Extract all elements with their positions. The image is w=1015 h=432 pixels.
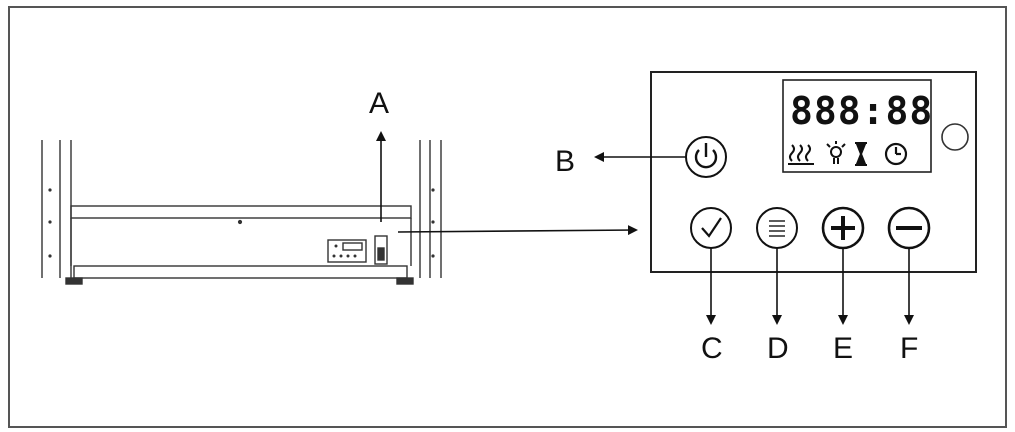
checkmark-icon: [701, 217, 722, 238]
clock-icon: [884, 142, 908, 166]
arrow-to-panel: [397, 225, 638, 236]
power-icon: [694, 143, 718, 169]
power-button[interactable]: [685, 136, 727, 178]
menu-lines-icon: [769, 220, 785, 237]
lamp-icon: [826, 141, 846, 164]
callout-a: A: [369, 87, 389, 120]
callout-c: C: [701, 332, 723, 365]
hourglass-icon: [855, 142, 867, 166]
menu-button[interactable]: [756, 207, 798, 249]
callout-b: B: [555, 145, 575, 178]
callout-e: E: [833, 332, 853, 365]
plus-icon: [831, 216, 855, 240]
callout-d: D: [767, 332, 789, 365]
minus-button[interactable]: [887, 206, 931, 250]
lcd-display: 888:88: [782, 79, 933, 173]
heat-waves-icon: [788, 144, 814, 165]
display-digits: 888:88: [790, 89, 933, 133]
indicator-light: [941, 123, 969, 151]
plus-button[interactable]: [821, 206, 865, 250]
confirm-button[interactable]: [690, 207, 732, 249]
callout-f: F: [900, 332, 918, 365]
appliance-front-view: [41, 140, 442, 285]
